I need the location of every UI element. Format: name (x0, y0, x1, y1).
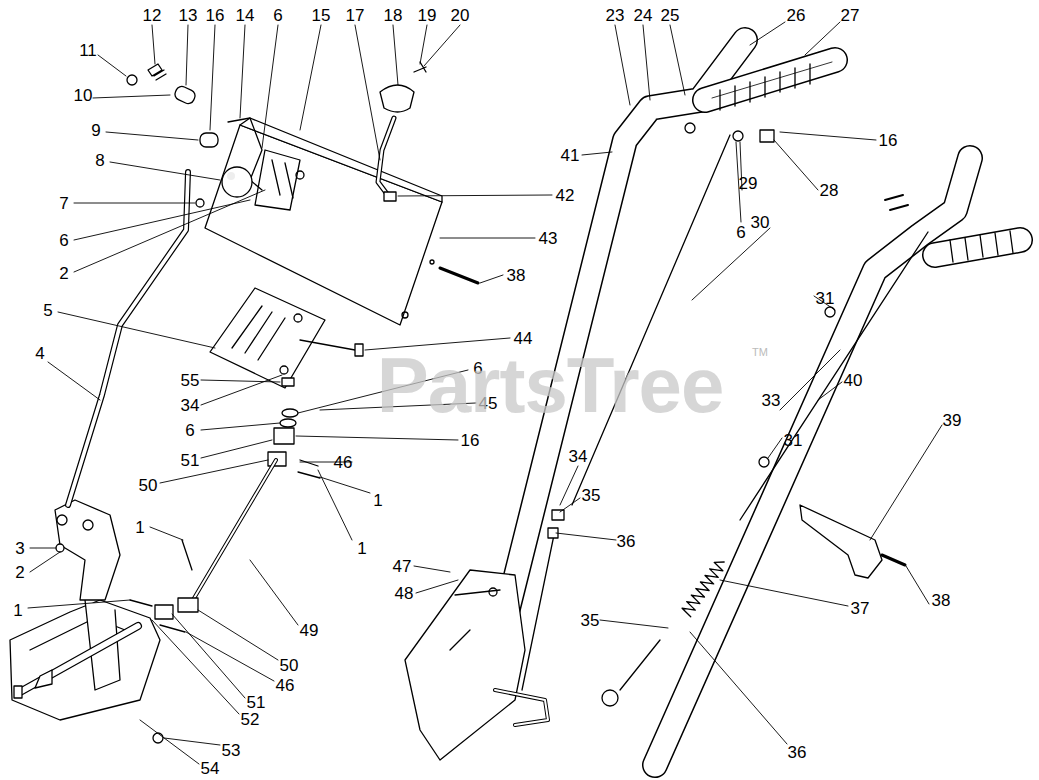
callout-number: 9 (91, 122, 100, 139)
callout-number: 7 (59, 195, 68, 212)
callout-number: 35 (582, 487, 601, 504)
callout-number: 6 (273, 7, 282, 24)
callout-number: 37 (851, 600, 870, 617)
callout-number: 54 (201, 760, 220, 777)
callout-number: 2 (59, 265, 68, 282)
callout-number: 50 (280, 657, 299, 674)
callout-number: 3 (15, 540, 24, 557)
callout-number: 49 (300, 622, 319, 639)
callout-number: 55 (181, 372, 200, 389)
callout-number: 2 (15, 564, 24, 581)
callout-number: 6 (185, 422, 194, 439)
callout-number: 26 (787, 7, 806, 24)
callout-number: 30 (751, 214, 770, 231)
callout-number: 28 (820, 182, 839, 199)
callout-number: 29 (739, 175, 758, 192)
callout-number: 16 (206, 7, 225, 24)
callout-number: 16 (461, 432, 480, 449)
callout-number: 10 (74, 87, 93, 104)
callout-number: 36 (617, 533, 636, 550)
callout-number: 18 (384, 7, 403, 24)
callout-number: 53 (222, 742, 241, 759)
callout-number: 41 (561, 147, 580, 164)
callout-number: 44 (514, 330, 533, 347)
callout-number: 50 (139, 477, 158, 494)
callout-number: 1 (135, 519, 144, 536)
callout-number: 47 (393, 558, 412, 575)
callout-number: 38 (507, 267, 526, 284)
callout-number: 11 (79, 42, 97, 59)
callout-number: 5 (43, 302, 52, 319)
callout-number: 6 (736, 224, 745, 241)
callout-number: 34 (181, 397, 200, 414)
callout-number: 51 (181, 452, 200, 469)
callout-number: 31 (784, 432, 803, 449)
trademark-mark: TM (752, 347, 768, 358)
callout-number: 4 (35, 345, 44, 362)
callout-number: 36 (788, 744, 807, 761)
callout-number: 19 (418, 7, 437, 24)
callout-number: 51 (247, 694, 266, 711)
callout-number: 1 (373, 492, 382, 509)
callout-number: 1 (13, 602, 22, 619)
callout-number: 35 (581, 612, 600, 629)
callout-number: 25 (661, 7, 680, 24)
callout-number: 15 (312, 7, 331, 24)
callout-number: 27 (841, 7, 860, 24)
callout-number: 6 (59, 232, 68, 249)
callout-number: 12 (143, 7, 162, 24)
callout-number: 17 (346, 7, 365, 24)
watermark: PartsTree (377, 346, 724, 424)
callout-number: 16 (879, 132, 898, 149)
callout-number: 34 (569, 448, 588, 465)
callout-number: 8 (95, 152, 104, 169)
callout-number: 52 (241, 711, 260, 728)
callout-number: 13 (179, 7, 198, 24)
callout-number: 40 (844, 372, 863, 389)
callout-number: 14 (236, 7, 255, 24)
callout-number: 46 (276, 677, 295, 694)
callout-number: 33 (762, 392, 781, 409)
callout-number: 46 (334, 454, 353, 471)
callout-number: 42 (556, 187, 575, 204)
callout-number: 1 (357, 540, 366, 557)
callout-number: 43 (539, 230, 558, 247)
callout-number: 31 (816, 290, 835, 307)
callout-number: 39 (943, 412, 962, 429)
callout-number: 48 (395, 585, 414, 602)
callout-number: 24 (634, 7, 653, 24)
callout-number: 20 (451, 7, 470, 24)
callout-number: 38 (932, 592, 951, 609)
callout-number: 23 (606, 7, 625, 24)
